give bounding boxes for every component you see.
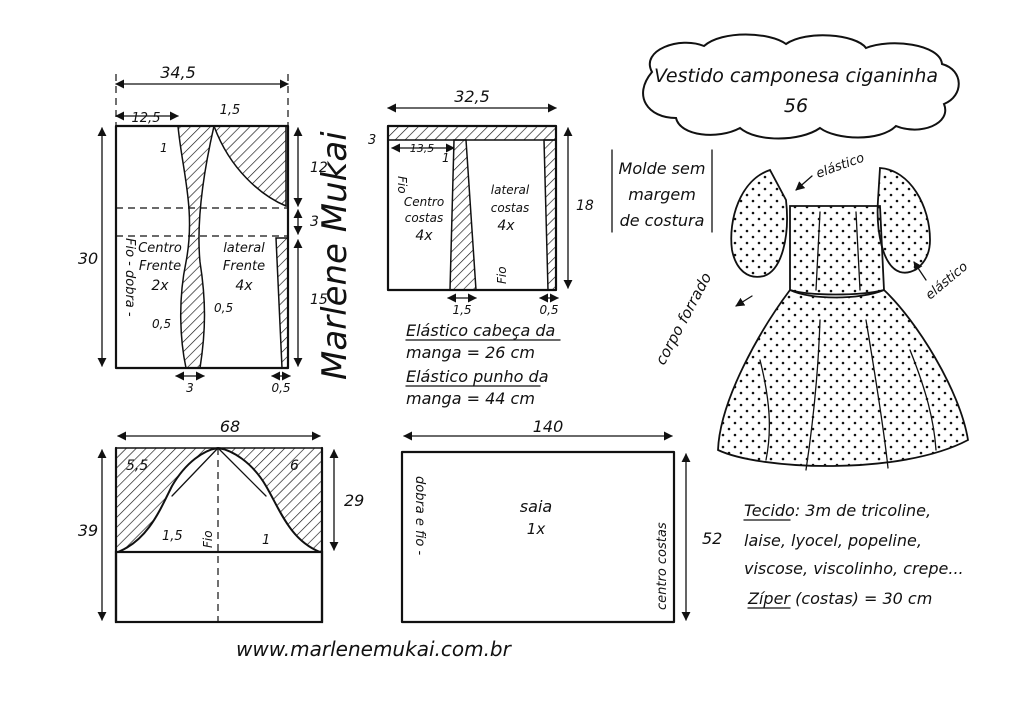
back-side-qty: 4x <box>497 218 515 234</box>
sleeve-mark-6: 6 <box>290 458 299 474</box>
title-cloud <box>642 33 960 140</box>
skirt-qty: 1x <box>527 520 546 538</box>
dress-illustration <box>717 167 969 471</box>
skirt-pattern <box>400 431 691 624</box>
sleeve-grain-label: Fio <box>201 530 215 548</box>
skirt-height-label: 52 <box>702 529 722 548</box>
front-bottom-05: 0,5 <box>271 381 290 395</box>
front-center-name2: Frente <box>139 259 181 274</box>
front-grain-label: Fio - dobra - <box>122 238 137 317</box>
front-side-name2: Frente <box>223 259 265 274</box>
front-mark-05-left: 0,5 <box>152 317 171 331</box>
back-center-name2: costas <box>405 211 444 225</box>
sleeve-lower <box>114 550 324 624</box>
skirt-name: saia <box>520 497 552 516</box>
back-side-name2: costas <box>491 201 530 215</box>
skirt-outline <box>400 450 676 624</box>
skirt-width-label: 140 <box>533 417 564 436</box>
title-line-2: 56 <box>784 95 808 117</box>
front-dart-hatch <box>177 125 215 369</box>
back-height-label: 18 <box>576 198 594 214</box>
front-offset-label: 1,5 <box>220 103 241 118</box>
front-side-qty: 4x <box>235 278 253 294</box>
sleeve-cap-height-label: 29 <box>344 491 364 510</box>
front-bodice-pattern <box>97 74 303 381</box>
sleeve-width-label: 68 <box>220 417 240 436</box>
back-top-3: 3 <box>368 133 376 148</box>
front-center-qty: 2x <box>151 278 169 294</box>
note-line-2: margem <box>628 185 696 204</box>
front-width-label: 34,5 <box>160 63 196 82</box>
sleeve-pattern <box>97 431 339 624</box>
note-line-3: de costura <box>620 211 705 230</box>
front-center-width-label: 12,5 <box>132 111 161 126</box>
front-side-name: lateral <box>223 241 265 256</box>
sleeve-height-label: 39 <box>78 521 98 540</box>
front-armhole-hatch <box>212 125 287 208</box>
dress-elastic-top-label: elástico <box>814 150 866 181</box>
front-height-top-label: 12 <box>310 160 328 176</box>
back-width-label: 32,5 <box>454 87 490 106</box>
right-sleeve <box>876 167 931 274</box>
fabric-line-1: Tecido: 3m de tricoline, <box>744 501 931 520</box>
back-top-1: 1 <box>442 151 450 165</box>
elastic-line-1: Elástico cabeça da <box>406 321 555 340</box>
back-top-hatch <box>387 125 557 141</box>
sleeve-mark-15: 1,5 <box>162 529 183 544</box>
note-box <box>611 149 713 233</box>
fabric-line-4: Zíper (costas) = 30 cm <box>747 589 932 608</box>
fabric-line-3: viscose, viscolinho, crepe... <box>744 559 964 578</box>
back-bodice-pattern <box>386 103 573 303</box>
back-bottom-15: 1,5 <box>452 303 471 317</box>
back-side-name: lateral <box>491 183 530 197</box>
dress-lined-body-label: corpo forrado <box>652 270 716 368</box>
note-line-1: Molde sem <box>619 159 706 178</box>
skirt-center-label: centro costas <box>655 522 670 610</box>
front-center-name: Centro <box>138 241 182 256</box>
back-bottom-05: 0,5 <box>539 303 558 317</box>
front-height-mid-label: 3 <box>310 214 319 230</box>
front-mark-1: 1 <box>160 141 168 155</box>
back-center-qty: 4x <box>415 228 433 244</box>
signature: Marlene Mukai <box>315 131 355 380</box>
dress-elastic-bottom-label: elástico <box>923 259 971 303</box>
back-grain-right: Fio <box>495 266 509 284</box>
back-center-name: Centro <box>404 195 444 209</box>
sleeve-mark-1: 1 <box>262 533 270 548</box>
dress-bodice <box>789 205 885 296</box>
front-height-label: 30 <box>78 249 98 268</box>
elastic-line-3: Elástico punho da <box>406 367 549 386</box>
back-side-hatch <box>543 139 557 291</box>
elastic-line-4: manga = 44 cm <box>406 389 535 408</box>
front-mark-05-right: 0,5 <box>214 301 233 315</box>
back-grain-left: Fio <box>395 176 409 194</box>
elastic-line-2: manga = 26 cm <box>406 343 535 362</box>
dress-skirt <box>717 288 969 467</box>
front-bottom-3: 3 <box>186 381 194 395</box>
left-sleeve <box>730 168 788 278</box>
sleeve-mark-55: 5,5 <box>126 458 148 474</box>
back-dart-hatch <box>449 139 477 291</box>
title-line-1: Vestido camponesa ciganinha <box>654 65 938 87</box>
website-url: www.marlenemukai.com.br <box>236 637 513 661</box>
fabric-line-2: laise, lyocel, popeline, <box>744 531 922 550</box>
front-side-hatch <box>275 237 289 369</box>
skirt-fold-label: dobra e fio - <box>412 476 427 556</box>
front-height-bottom-label: 15 <box>310 292 328 308</box>
back-center-width-label: 13,5 <box>410 142 435 155</box>
